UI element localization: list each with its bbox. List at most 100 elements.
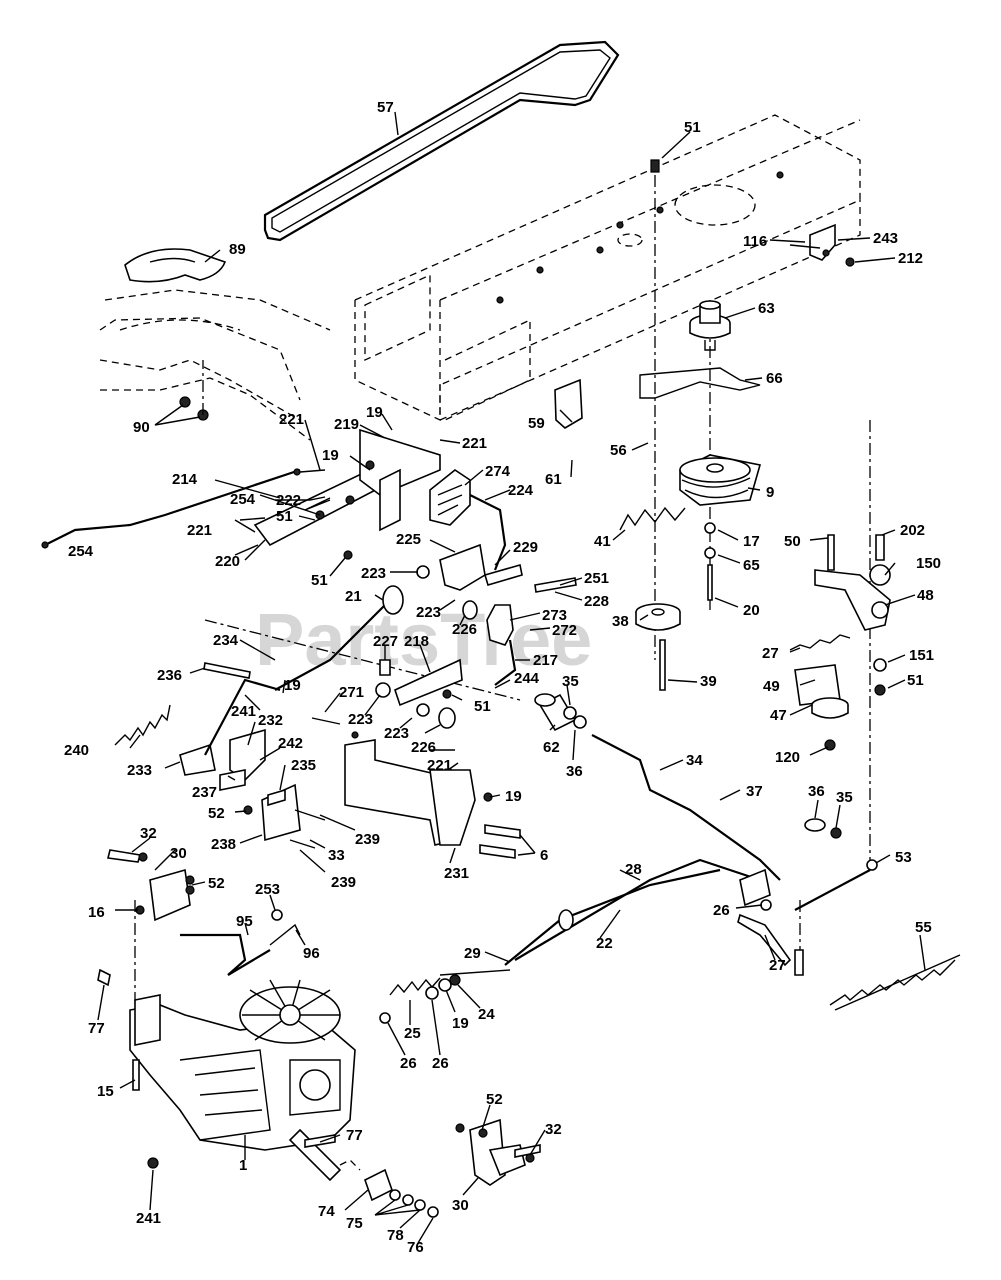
wire-66 (639, 367, 761, 399)
callout-231: 231 (444, 865, 469, 882)
callout-77b: 77 (346, 1127, 363, 1144)
rod-22 (504, 868, 721, 966)
rod-214 (44, 468, 301, 546)
callout-38: 38 (612, 613, 629, 630)
callout-6: 6 (540, 847, 548, 864)
callout-243: 243 (873, 230, 898, 247)
callout-221d: 221 (427, 757, 452, 774)
callout-120: 120 (775, 749, 800, 766)
callout-244: 244 (514, 670, 540, 687)
nut-120 (824, 739, 836, 751)
bracket-30a (107, 849, 195, 922)
callout-238: 238 (211, 836, 236, 853)
bracket-238 (243, 783, 326, 849)
knob-226a (462, 600, 478, 620)
callout-62: 62 (543, 739, 560, 756)
callout-30b: 30 (452, 1197, 469, 1214)
callout-59: 59 (528, 415, 545, 432)
callout-251: 251 (584, 570, 609, 587)
callout-273: 273 (542, 607, 567, 624)
callout-20: 20 (743, 602, 760, 619)
bracket-233 (179, 678, 281, 791)
callout-220: 220 (215, 553, 240, 570)
callout-78: 78 (387, 1227, 404, 1244)
callout-19a: 19 (366, 404, 383, 421)
callout-labels: 57 51 89 243 116 212 63 66 90 221 219 19… (64, 99, 941, 1256)
callout-35a: 35 (562, 673, 579, 690)
plate-231 (311, 717, 521, 859)
pto-clutch-9 (679, 454, 762, 506)
callout-56: 56 (610, 442, 627, 459)
callout-52b: 52 (208, 875, 225, 892)
callout-48: 48 (917, 587, 934, 604)
nut-241b (147, 1157, 159, 1169)
callout-274: 274 (485, 463, 511, 480)
nut-35b (830, 827, 842, 839)
callout-15: 15 (97, 1083, 114, 1100)
callout-61: 61 (545, 471, 562, 488)
washer-151 (873, 658, 887, 672)
washer-26a (760, 899, 772, 911)
link-229 (484, 563, 523, 586)
callout-235: 235 (291, 757, 316, 774)
callout-30a: 30 (170, 845, 187, 862)
cooling-fan (239, 979, 341, 1044)
callout-212: 212 (898, 250, 923, 267)
callout-35b: 35 (836, 789, 853, 806)
idler-pulley-47 (794, 664, 849, 719)
callout-33: 33 (328, 847, 345, 864)
tractor-frame (354, 114, 861, 422)
bracket-218 (394, 658, 463, 707)
callout-214: 214 (172, 471, 198, 488)
callout-232: 232 (258, 712, 283, 729)
callout-25: 25 (404, 1025, 421, 1042)
callout-19c: 19 (284, 677, 301, 694)
callout-233: 233 (127, 762, 152, 779)
callout-51d: 51 (907, 672, 924, 689)
washer-65 (704, 547, 716, 559)
callout-242: 242 (278, 735, 303, 752)
bolt-20 (707, 564, 713, 601)
pin-77a (97, 968, 111, 987)
callout-254b: 254 (68, 543, 94, 560)
spring-27a (789, 634, 851, 651)
callout-89: 89 (229, 241, 246, 258)
callout-223b: 223 (416, 604, 441, 621)
callout-19d: 19 (505, 788, 522, 805)
callout-29: 29 (464, 945, 481, 962)
callout-219: 219 (334, 416, 359, 433)
callout-27a: 27 (762, 645, 779, 662)
callout-202: 202 (900, 522, 925, 539)
callout-218: 218 (404, 633, 429, 650)
callout-241b: 241 (136, 1210, 161, 1227)
leader-lines (97, 111, 926, 1244)
callout-95: 95 (236, 913, 253, 930)
callout-1: 1 (239, 1157, 247, 1174)
callout-226a: 226 (452, 621, 477, 638)
rod-95 (180, 933, 271, 976)
bracket-30b (455, 1118, 541, 1186)
callout-150: 150 (916, 555, 941, 572)
seat-cover-89 (124, 248, 227, 283)
callout-52c: 52 (486, 1091, 503, 1108)
callout-221c: 221 (187, 522, 212, 539)
nut-51 (874, 684, 886, 696)
callout-271: 271 (339, 684, 364, 701)
callout-221b: 221 (462, 435, 487, 452)
callout-22: 22 (596, 935, 613, 952)
callout-222: 222 (276, 492, 301, 509)
bolt-251 (534, 577, 577, 593)
callout-151: 151 (909, 647, 934, 664)
callout-17: 17 (743, 533, 760, 550)
callout-76: 76 (407, 1239, 424, 1256)
callout-21: 21 (345, 588, 362, 605)
pulley-63 (689, 300, 731, 351)
callout-49: 49 (763, 678, 780, 695)
bracket-225 (439, 543, 486, 591)
callout-254a: 254 (230, 491, 256, 508)
callout-66: 66 (766, 370, 783, 387)
bracket-243 (789, 223, 855, 267)
bushing-74 (364, 1168, 393, 1202)
bolt-51-top (650, 159, 660, 173)
